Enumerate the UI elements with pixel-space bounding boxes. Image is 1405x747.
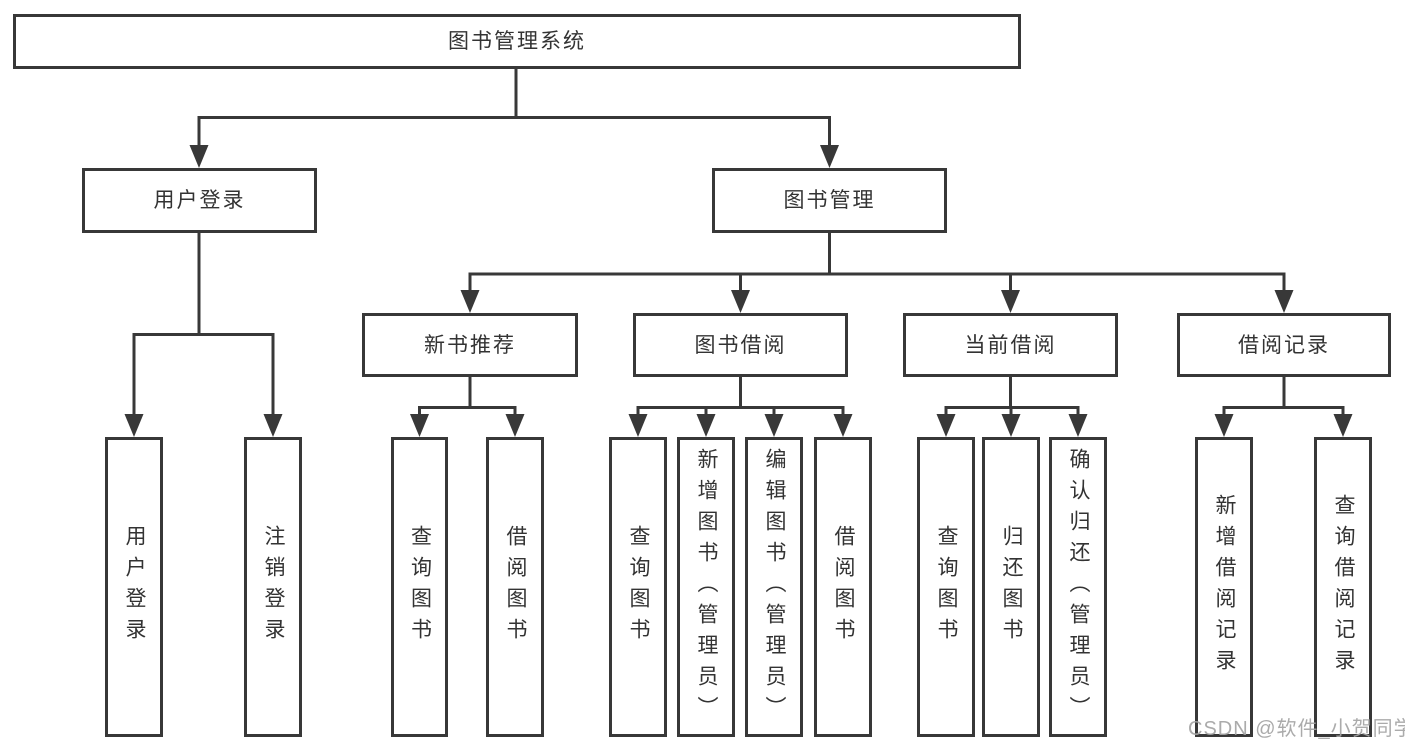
arrowhead-nb-borrow	[505, 414, 525, 437]
arrowhead-bb-edit	[764, 414, 784, 437]
edge-login-branch	[132, 233, 275, 415]
arrowhead-bb-borrow	[833, 414, 853, 437]
leaf-cb-confirm-return-admin: 确认归还（管理员）	[1049, 437, 1107, 737]
arrowhead-book-borrow	[731, 290, 750, 313]
leaf-cb-return-books: 归还图书	[982, 437, 1040, 737]
leaf-bb-query-books: 查询图书	[609, 437, 667, 737]
leaf-cb-query-books: 查询图书	[917, 437, 975, 737]
edge-mgmt-branch	[468, 233, 1286, 291]
arrowhead-current-borrow	[1001, 290, 1020, 313]
node-user-login: 用户登录	[82, 168, 317, 233]
leaf-logout: 注销登录	[244, 437, 302, 737]
edge-root-to-level2	[197, 69, 831, 146]
arrowhead-login-child-1	[124, 414, 144, 437]
leaf-bb-borrow-books: 借阅图书	[814, 437, 872, 737]
leaf-bb-edit-books-admin: 编辑图书（管理员）	[745, 437, 803, 737]
arrowhead-nb-query	[410, 414, 429, 437]
leaf-user-login: 用户登录	[105, 437, 163, 737]
arrowhead-borrow-records	[1274, 290, 1294, 313]
arrowhead-user-login	[189, 145, 209, 168]
node-current-borrowing: 当前借阅	[903, 313, 1118, 377]
node-book-borrowing: 图书借阅	[633, 313, 848, 377]
arrowhead-bb-add	[696, 414, 716, 437]
leaf-rec-query-record: 查询借阅记录	[1314, 437, 1372, 737]
arrowhead-cb-query	[936, 414, 956, 437]
node-borrowing-records: 借阅记录	[1177, 313, 1391, 377]
arrowhead-cb-confirm	[1068, 414, 1088, 437]
watermark: CSDN @软件_小贺同学	[1188, 718, 1405, 740]
arrowhead-login-child-2	[263, 414, 283, 437]
arrowhead-rec-query	[1333, 414, 1353, 437]
edge-records-branch	[1222, 377, 1345, 415]
edge-current-branch	[944, 377, 1080, 415]
node-library-system: 图书管理系统	[13, 14, 1021, 69]
leaf-nb-query-books: 查询图书	[391, 437, 448, 737]
arrowhead-book-mgmt	[820, 145, 839, 168]
arrowhead-new-books	[460, 290, 480, 313]
node-book-management: 图书管理	[712, 168, 947, 233]
arrowhead-rec-add	[1214, 414, 1234, 437]
edge-borrow-branch	[636, 377, 845, 415]
leaf-rec-add-record: 新增借阅记录	[1195, 437, 1253, 737]
arrowhead-bb-query	[628, 414, 648, 437]
node-new-book-recommend: 新书推荐	[362, 313, 578, 377]
leaf-nb-borrow-books: 借阅图书	[486, 437, 544, 737]
arrowhead-cb-return	[1001, 414, 1021, 437]
leaf-bb-add-books-admin: 新增图书（管理员）	[677, 437, 735, 737]
edge-newbooks-branch	[418, 377, 517, 415]
